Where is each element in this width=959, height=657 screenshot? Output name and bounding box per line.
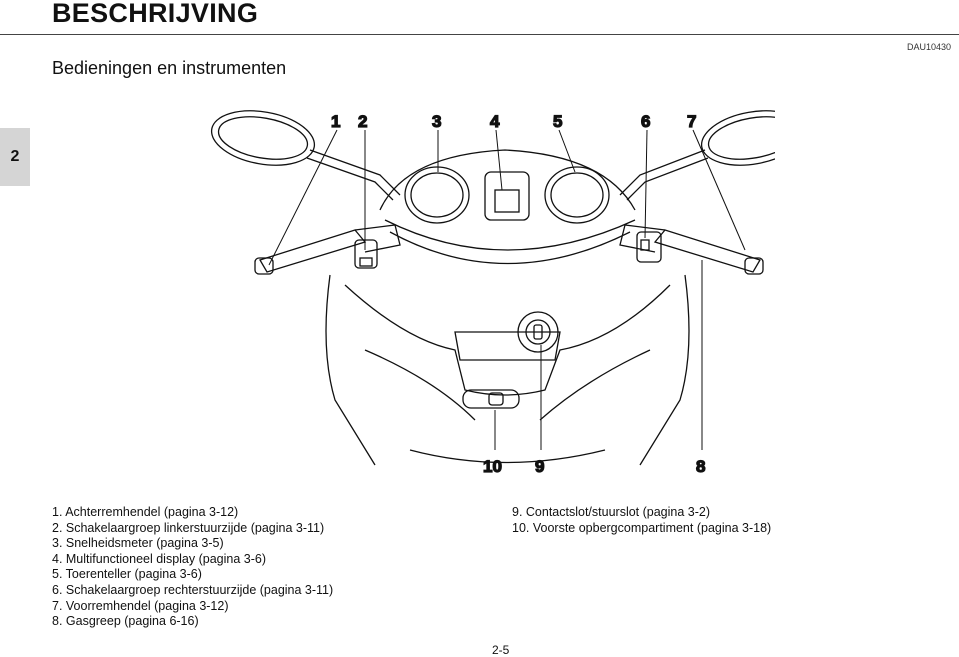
callout-7: 7 bbox=[687, 112, 696, 131]
legend-list-right: 9. Contactslot/stuurslot (pagina 3-2) 10… bbox=[512, 505, 771, 536]
callout-6: 6 bbox=[641, 112, 650, 131]
legend-item-8: 8. Gasgreep (pagina 6-16) bbox=[52, 614, 199, 629]
ignition-switch bbox=[517, 311, 559, 353]
legend-item-2: 2. Schakelaargroep linkerstuurzijde (pag… bbox=[52, 520, 325, 535]
leader-lines bbox=[268, 129, 746, 450]
instrument-cluster bbox=[379, 149, 636, 265]
left-mirror bbox=[210, 110, 401, 201]
scooter-handlebar-illustration: 1 2 3 4 5 6 7 10 9 8 bbox=[210, 110, 775, 477]
callout-9: 9 bbox=[535, 457, 544, 476]
callout-10: 10 bbox=[483, 457, 502, 476]
legend-item-4: 4. Multifunctioneel display (pagina 3-6) bbox=[52, 551, 267, 566]
chapter-tab: 2 bbox=[0, 128, 30, 186]
callout-3: 3 bbox=[432, 112, 441, 131]
legend-item-10: 10. Voorste opbergcompartiment (pagina 3… bbox=[512, 520, 772, 535]
legend-item-3: 3. Snelheidsmeter (pagina 3-5) bbox=[52, 536, 224, 551]
legend-item-5: 5. Toerenteller (pagina 3-6) bbox=[52, 567, 202, 582]
section-title: BESCHRIJVING bbox=[52, 0, 259, 28]
callout-4: 4 bbox=[490, 112, 500, 131]
section-subtitle: Bedieningen en instrumenten bbox=[52, 58, 287, 78]
legend-item-1: 1. Achterremhendel (pagina 3-12) bbox=[52, 505, 239, 519]
legend-list-left: 1. Achterremhendel (pagina 3-12) 2. Scha… bbox=[52, 505, 333, 630]
right-grip bbox=[619, 224, 764, 275]
legend-item-9: 9. Contactslot/stuurslot (pagina 3-2) bbox=[512, 505, 711, 519]
callout-2: 2 bbox=[358, 112, 367, 131]
front-body bbox=[325, 274, 690, 466]
callout-8: 8 bbox=[696, 457, 705, 476]
right-mirror bbox=[619, 110, 775, 201]
page-number: 2-5 bbox=[492, 643, 510, 657]
legend-item-6: 6. Schakelaargroep rechterstuurzijde (pa… bbox=[52, 582, 334, 597]
document-code: DAU10430 bbox=[906, 42, 951, 52]
callout-labels-top: 1 2 3 4 5 6 7 bbox=[330, 111, 697, 131]
callout-5: 5 bbox=[553, 112, 562, 131]
callout-1: 1 bbox=[331, 112, 340, 131]
legend-item-7: 7. Voorremhendel (pagina 3-12) bbox=[52, 598, 229, 613]
title-divider bbox=[0, 34, 959, 35]
storage-compartment-latch bbox=[462, 389, 520, 409]
callout-labels-bottom: 10 9 8 bbox=[482, 456, 706, 476]
